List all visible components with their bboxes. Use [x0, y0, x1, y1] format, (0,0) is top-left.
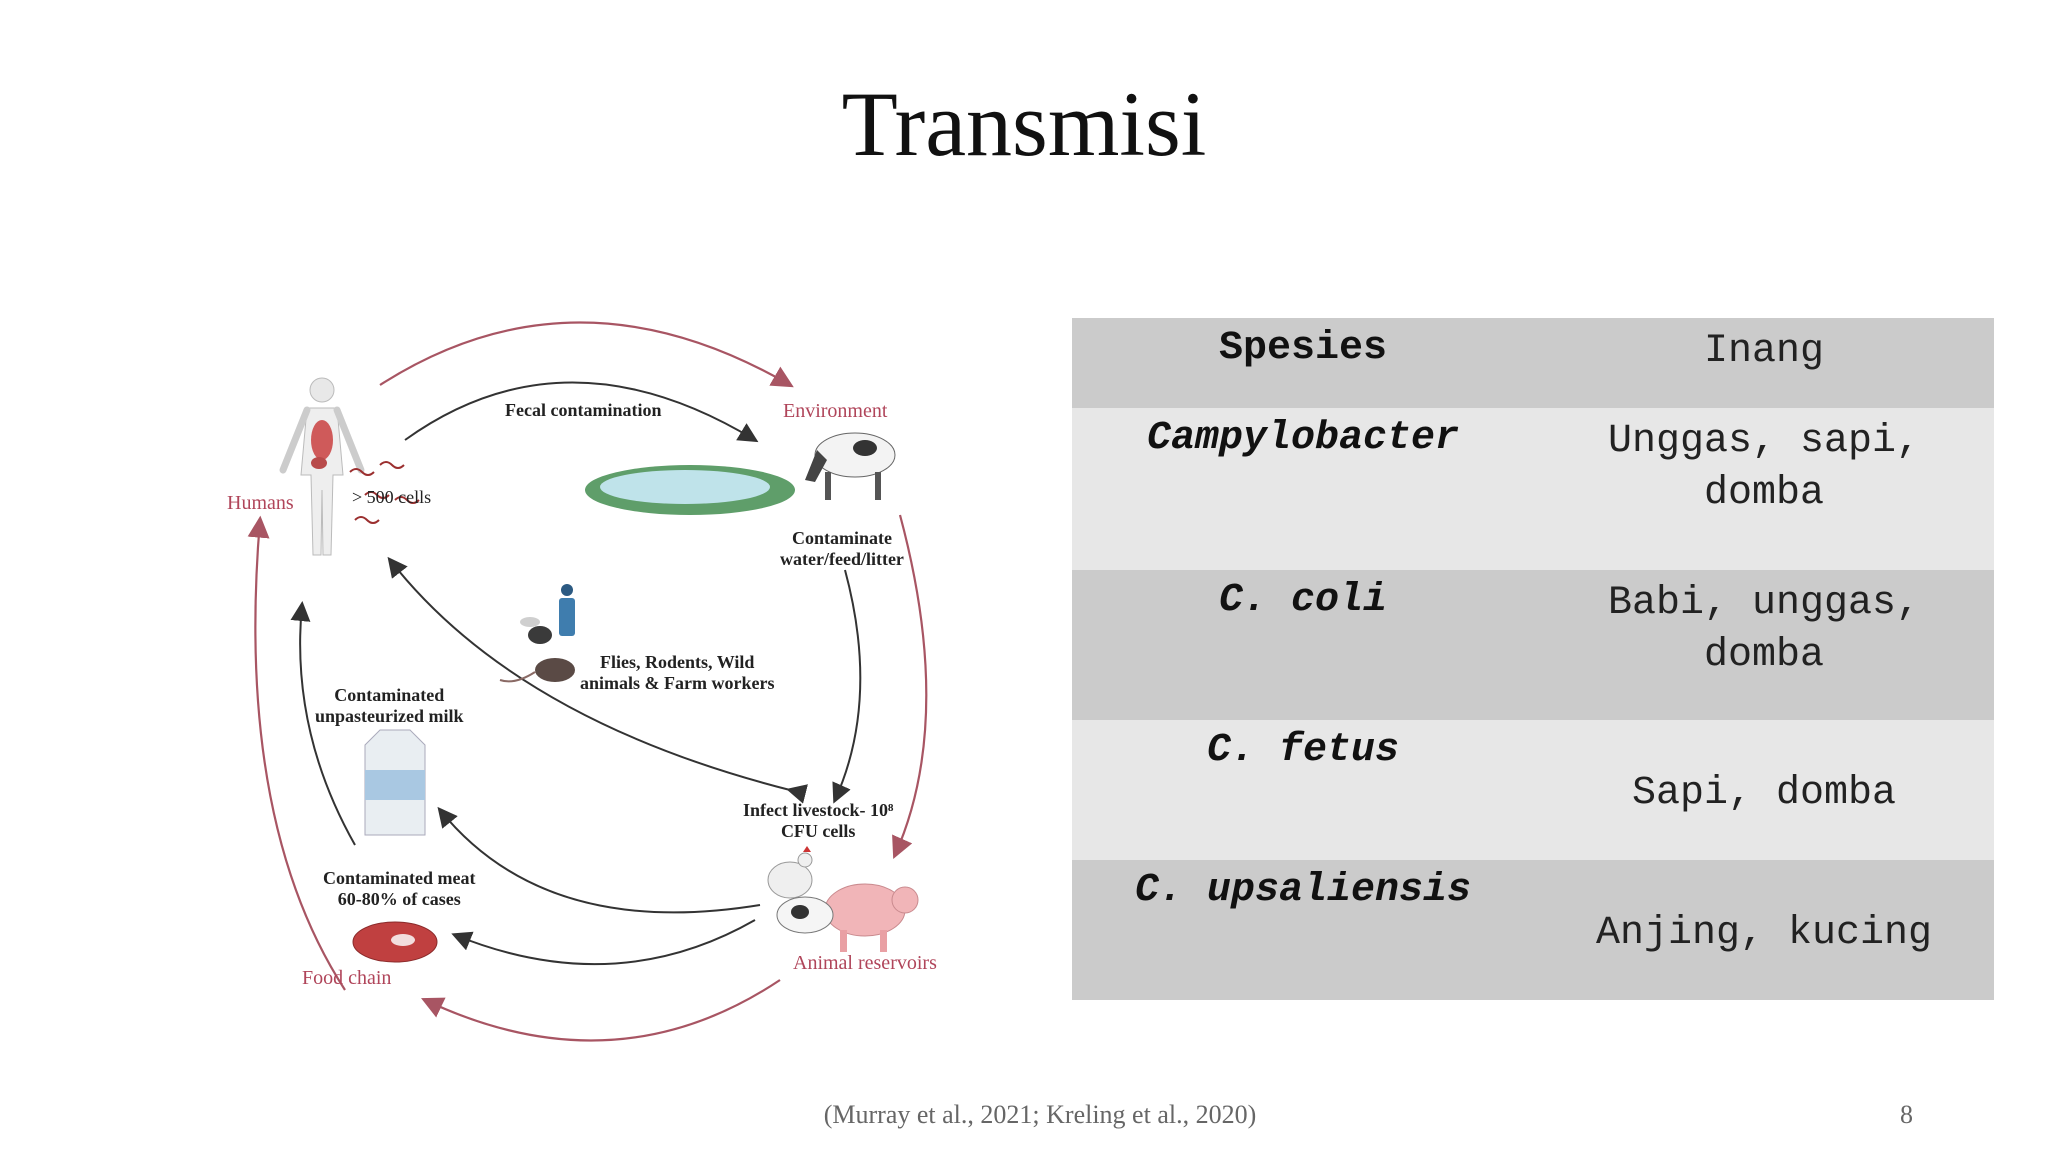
host-cell: Unggas, sapi, domba [1534, 408, 1994, 570]
node-environment: Environment [783, 400, 888, 422]
arrow-animals-to-meat [451, 919, 756, 966]
header-host: Inang [1534, 318, 1994, 408]
human-figure-icon [279, 377, 365, 556]
host-cell: Anjing, kucing [1534, 860, 1994, 1000]
host-cell: Babi, unggas, domba [1534, 570, 1994, 720]
arrow-environment-to-animals-outer [892, 514, 928, 860]
label-infect-livestock: Infect livestock- 10⁸ CFU cells [743, 800, 894, 841]
species-cell: C. fetus [1072, 720, 1534, 860]
page-number: 8 [1900, 1100, 1913, 1129]
arrow-animals-to-food-outer [421, 979, 781, 1042]
label-fecal-contamination: Fecal contamination [505, 400, 662, 420]
arrow-environment-to-livestock [832, 569, 862, 804]
slide-title: Transmisi [841, 73, 1207, 175]
node-humans: Humans [227, 492, 294, 514]
bacteria-icon [349, 461, 420, 524]
node-animal-reservoirs: Animal reservoirs [793, 952, 937, 974]
arrow-livestock-to-humans [387, 556, 808, 804]
transmission-diagram: Humans Environment Animal reservoirs Foo… [215, 300, 975, 1050]
farm-worker-icon [559, 584, 575, 636]
pond-icon [585, 465, 795, 515]
cow-icon [805, 432, 896, 500]
citation: (Murray et al., 2021; Kreling et al., 20… [823, 1100, 1257, 1129]
species-host-table: Spesies Inang Campylobacter Unggas, sapi… [1072, 318, 1994, 1000]
host-cell: Sapi, domba [1534, 720, 1994, 860]
chicken-icon [767, 846, 813, 899]
header-species: Spesies [1072, 318, 1534, 408]
steak-icon [352, 921, 438, 963]
label-cells: > 500 cells [352, 487, 432, 507]
arrow-meat-to-humans [290, 601, 356, 846]
node-food-chain: Food chain [302, 967, 392, 989]
pig-icon [824, 883, 919, 952]
table-row: Campylobacter Unggas, sapi, domba [1072, 408, 1994, 570]
arrow-food-to-humans-outer [247, 515, 346, 991]
fly-icon [520, 617, 552, 644]
arrow-fecal-contamination [404, 381, 759, 443]
arrow-animals-to-milk [437, 806, 761, 914]
arrow-humans-to-environment-outer [379, 321, 794, 388]
table-row: C. coli Babi, unggas, domba [1072, 570, 1994, 720]
table-header-row: Spesies Inang [1072, 318, 1994, 408]
milk-carton-icon [364, 729, 426, 836]
rodent-icon [499, 658, 575, 683]
species-cell: Campylobacter [1072, 408, 1534, 570]
species-cell: C. upsaliensis [1072, 860, 1534, 1000]
calf-icon [776, 896, 834, 934]
table-row: C. fetus Sapi, domba [1072, 720, 1994, 860]
table-row: C. upsaliensis Anjing, kucing [1072, 860, 1994, 1000]
species-cell: C. coli [1072, 570, 1534, 720]
label-contaminate-water: Contaminate water/feed/litter [780, 528, 904, 569]
label-vectors: Flies, Rodents, Wild animals & Farm work… [580, 652, 775, 693]
label-contaminated-meat: Contaminated meat 60-80% of cases [323, 868, 476, 909]
diagram-canvas [247, 321, 928, 1042]
label-contaminated-milk: Contaminated unpasteurized milk [315, 685, 464, 726]
